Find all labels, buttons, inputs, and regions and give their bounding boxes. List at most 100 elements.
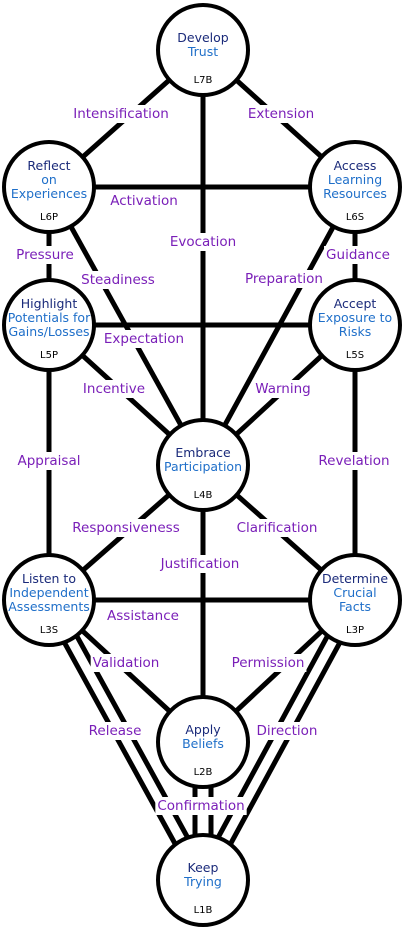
edge-label-highlight-potentials-to-listen-to-assessments: Appraisal — [15, 452, 83, 470]
node-level-code: L6P — [40, 212, 58, 223]
edge-label-listen-to-assessments-to-determine-crucial-facts: Assistance — [105, 607, 181, 625]
edge-label-embrace-participation-to-determine-crucial-facts: Clarification — [234, 519, 320, 537]
edge-label-bg — [90, 654, 162, 672]
node-text-line: Access — [334, 158, 377, 173]
edge-label-bg — [14, 246, 76, 264]
edge-label-determine-crucial-facts-to-apply-beliefs: Permission — [229, 654, 307, 672]
node-level-code: L2B — [194, 767, 213, 778]
edge-label-reflect-on-experiences-to-embrace-participation: Steadiness — [79, 271, 157, 289]
node-text-line: Beliefs — [182, 736, 224, 751]
edge-label-access-learning-resources-to-accept-exposure: Guidance — [324, 246, 392, 264]
edge-label-bg — [80, 380, 148, 398]
edge-label-reflect-on-experiences-to-access-learning-resources: Activation — [108, 192, 180, 210]
node-level-code: L1B — [194, 905, 213, 916]
edge-label-access-learning-resources-to-embrace-participation: Preparation — [243, 270, 325, 288]
edge-label-bg — [108, 192, 180, 210]
edge-label-listen-to-assessments-to-apply-beliefs: Validation — [90, 654, 162, 672]
edge-label-text: Incentive — [83, 381, 145, 397]
edge-label-bg — [243, 270, 325, 288]
node-level-code: L3P — [346, 625, 364, 636]
edge-listen-to-assessments-to-keep-trying-1 — [40, 602, 200, 885]
node-text-line: Develop — [177, 30, 229, 45]
node-circle — [2, 140, 96, 234]
node-circle — [156, 695, 250, 789]
node-circle — [308, 140, 402, 234]
node-level-code: L4B — [194, 490, 213, 501]
edge-label-bg — [79, 271, 157, 289]
edge-label-text: Activation — [110, 193, 178, 209]
edge-label-highlight-potentials-to-embrace-participation: Incentive — [80, 380, 148, 398]
edge-label-apply-beliefs-to-keep-trying: Confirmation — [155, 797, 247, 815]
node-text-line: Assessments — [8, 599, 90, 614]
node-circle — [156, 418, 250, 512]
edge-label-bg — [324, 246, 392, 264]
node-text-line: Embrace — [175, 445, 231, 460]
node-level-code: L3S — [40, 625, 58, 636]
edge-label-embrace-participation-to-listen-to-assessments: Responsiveness — [70, 519, 182, 537]
edge-label-develop-trust-to-access-learning-resources: Extension — [245, 105, 317, 123]
edge-label-listen-to-assessments-to-keep-trying: Release — [86, 722, 144, 740]
edge-label-bg — [71, 105, 171, 123]
edge-label-bg — [86, 722, 144, 740]
node-circle — [156, 833, 250, 927]
node-text-line: Trust — [187, 44, 218, 59]
edge-label-bg — [245, 105, 317, 123]
node-circle — [308, 278, 402, 372]
edge-label-text: Intensification — [73, 106, 169, 122]
node-text-line: Listen to — [22, 571, 76, 586]
edge-label-develop-trust-to-embrace-participation: Evocation — [167, 233, 239, 251]
node-level-code: L6S — [346, 212, 364, 223]
edge-label-bg — [316, 452, 392, 470]
node-text-line: Exposure to — [318, 310, 392, 325]
nodes-layer: DevelopTrustL7BReflectonExperiencesL6PAc… — [2, 3, 402, 927]
edge-label-text: Warning — [255, 381, 311, 397]
node-text-line: Experiences — [11, 186, 87, 201]
node-text-line: Facts — [339, 599, 371, 614]
node-text-line: Participation — [164, 459, 242, 474]
node-text-line: Apply — [185, 722, 221, 737]
edge-label-text: Appraisal — [17, 453, 80, 469]
node-circle — [2, 278, 96, 372]
edge-label-bg — [229, 654, 307, 672]
node-text-line: Determine — [322, 571, 388, 586]
edge-labels-layer: Intensification ExtensionActivationEvocat… — [14, 105, 392, 815]
edge-label-text: Justification — [160, 556, 240, 572]
node-text-line: Resources — [323, 186, 387, 201]
edge-label-text: Preparation — [245, 271, 323, 287]
node-level-code: L5P — [40, 350, 58, 361]
edge-determine-crucial-facts-to-keep-trying-2 — [206, 602, 364, 885]
edge-label-accept-exposure-to-embrace-participation: Warning — [253, 380, 313, 398]
edge-label-bg — [157, 555, 242, 573]
node-text-line: Keep — [188, 860, 219, 875]
edge-label-bg — [155, 797, 247, 815]
edge-label-embrace-participation-to-apply-beliefs: Justification — [157, 555, 242, 573]
node-text-line: Highlight — [21, 296, 78, 311]
node-level-code: L5S — [346, 350, 364, 361]
node-circle — [2, 553, 96, 647]
edge-label-text: Extension — [248, 106, 314, 122]
edge-label-text: Direction — [257, 723, 318, 739]
node-circle — [156, 3, 250, 97]
edge-label-text: Steadiness — [81, 272, 155, 288]
edge-label-highlight-potentials-to-accept-exposure: Expectation — [101, 330, 187, 348]
edge-label-text: Confirmation — [157, 798, 244, 814]
edge-label-bg — [253, 380, 313, 398]
edge-label-bg — [15, 452, 83, 470]
node-text-line: Independent — [9, 585, 88, 600]
edge-label-text: Release — [89, 723, 142, 739]
edge-label-text: Evocation — [170, 234, 236, 250]
edge-label-bg — [254, 722, 320, 740]
edge-label-text: Validation — [93, 655, 160, 671]
edge-label-accept-exposure-to-determine-crucial-facts: Revelation — [316, 452, 392, 470]
edge-label-bg — [105, 607, 181, 625]
node-text-line: Potentials for — [8, 310, 91, 325]
node-text-line: on — [41, 172, 57, 187]
edge-label-text: Pressure — [16, 247, 74, 263]
